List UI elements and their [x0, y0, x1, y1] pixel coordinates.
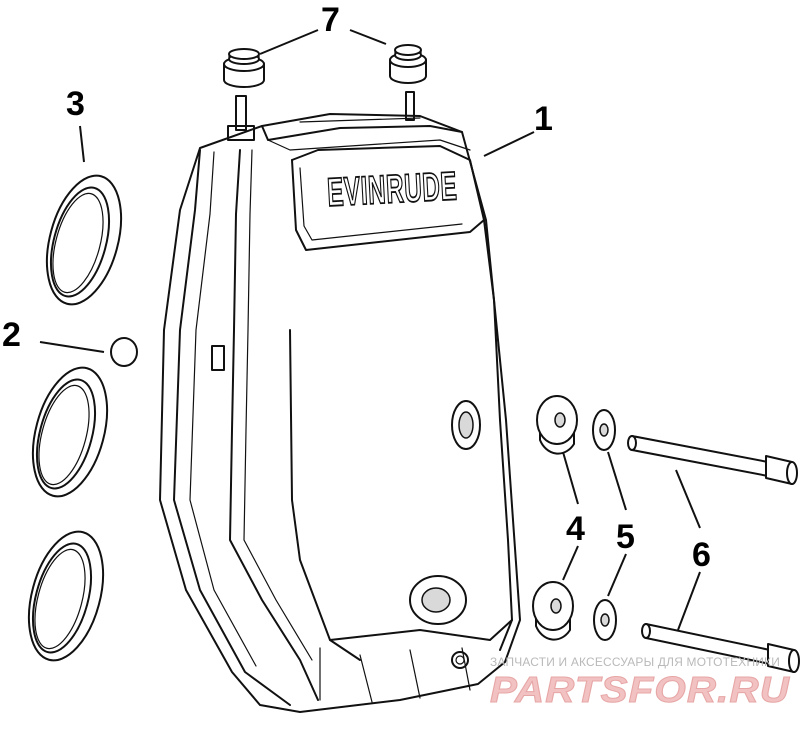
cover-brand-label: EVINRUDE — [326, 164, 458, 215]
bushing-upper — [536, 395, 578, 455]
washer-lower — [593, 599, 617, 641]
callout-6: 6 — [692, 536, 711, 574]
bolt-upper — [627, 435, 798, 485]
watermark-site: PARTSFOR.RU — [490, 669, 790, 710]
seal-ring-middle — [31, 366, 109, 498]
bushing-lower — [532, 581, 574, 641]
callout-4: 4 — [566, 510, 585, 548]
grommet-left — [223, 48, 265, 88]
bolt-lower — [641, 623, 800, 673]
callout-1: 1 — [534, 100, 553, 138]
leader-lines — [39, 29, 701, 631]
seal-ring-bottom — [27, 530, 105, 662]
cover-housing — [159, 91, 521, 713]
seal-ring-top — [45, 174, 123, 306]
callout-2: 2 — [2, 316, 21, 354]
washer-upper — [592, 409, 616, 451]
callout-7: 7 — [321, 1, 340, 39]
callout-5: 5 — [616, 518, 635, 556]
watermark-caption: ЗАПЧАСТИ И АКСЕССУАРЫ ДЛЯ МОТОТЕХНИКИ — [490, 657, 780, 669]
callout-3: 3 — [66, 85, 85, 123]
grommet-right — [389, 44, 427, 84]
o-ring — [110, 337, 138, 367]
